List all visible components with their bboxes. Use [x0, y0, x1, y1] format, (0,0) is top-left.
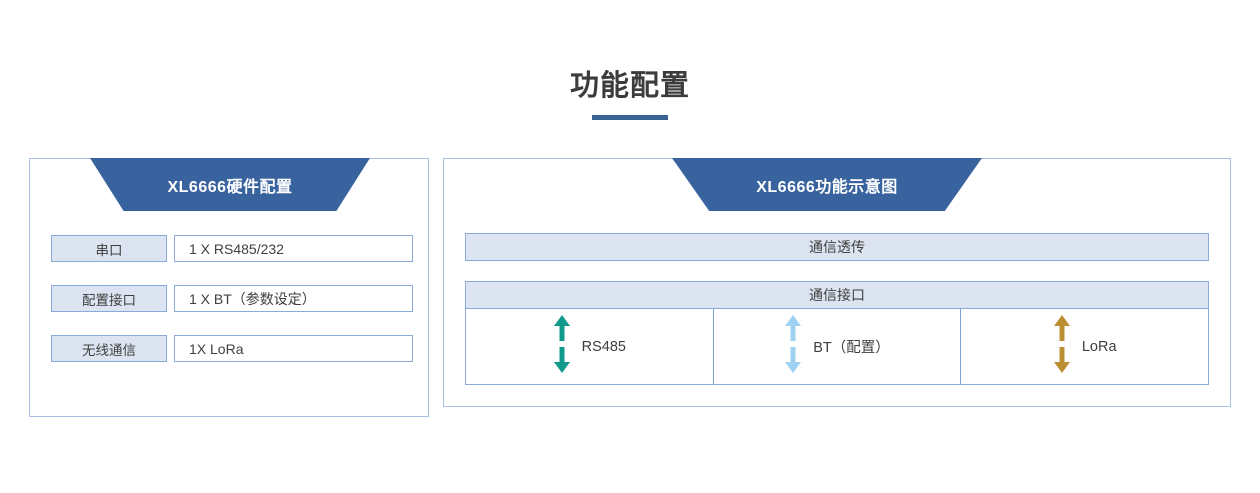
double-arrow-vertical-icon [784, 315, 802, 378]
interface-column-rs485: RS485 [466, 309, 714, 384]
hardware-row-label: 串口 [51, 235, 167, 262]
double-arrow-vertical-icon [1053, 315, 1071, 378]
interface-column-label: RS485 [581, 338, 626, 355]
hardware-row-value: 1X LoRa [174, 335, 413, 362]
communication-interface-columns: RS485 BT（配置） LoRa [465, 309, 1209, 385]
interface-column-lora: LoRa [961, 309, 1208, 384]
interface-column-label: LoRa [1081, 338, 1117, 355]
hardware-row-label: 无线通信 [51, 335, 167, 362]
hardware-row-label: 配置接口 [51, 285, 167, 312]
hardware-panel-header: XL6666硬件配置 [90, 158, 370, 211]
page-title: 功能配置 [569, 70, 690, 102]
hardware-row-value: 1 X BT（参数设定） [174, 285, 413, 312]
hardware-row: 配置接口 1 X BT（参数设定） [51, 285, 413, 312]
interface-column-label: BT（配置） [813, 340, 890, 356]
page-title-block: 功能配置 [0, 68, 1260, 120]
hardware-row-value: 1 X RS485/232 [174, 235, 413, 262]
hardware-config-panel: XL6666硬件配置 串口 1 X RS485/232 配置接口 1 X BT（… [29, 158, 429, 417]
function-diagram-panel: XL6666功能示意图 通信透传 通信接口 RS485 BT（配置） [443, 158, 1231, 407]
double-arrow-vertical-icon [553, 315, 571, 378]
hardware-row: 无线通信 1X LoRa [51, 335, 413, 362]
communication-interface-bar: 通信接口 [465, 281, 1209, 309]
interface-column-bt: BT（配置） [714, 309, 962, 384]
title-underline [592, 115, 668, 120]
hardware-row: 串口 1 X RS485/232 [51, 235, 413, 262]
function-panel-header: XL6666功能示意图 [672, 158, 982, 211]
transparent-transmission-bar: 通信透传 [465, 233, 1209, 261]
